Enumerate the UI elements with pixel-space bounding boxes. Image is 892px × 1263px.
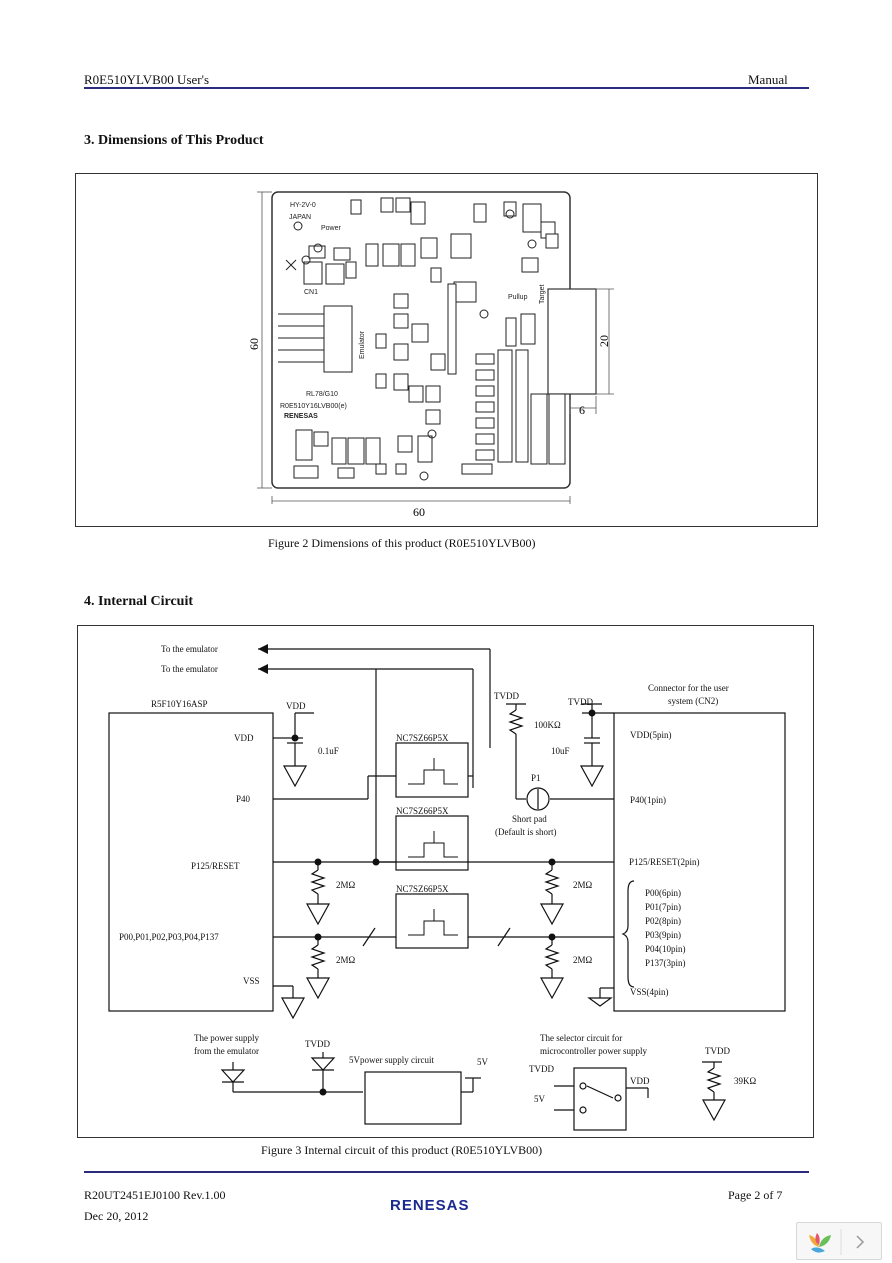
section-4-title: 4. Internal Circuit xyxy=(84,594,194,609)
tvdd-2-label: TVDD xyxy=(568,697,593,707)
mcu-pin-p40: P40 xyxy=(236,794,251,804)
buffer-3-label: NC7SZ66P5X xyxy=(396,884,449,894)
cap-01uf-label: 0.1uF xyxy=(318,746,339,756)
mcu-pin-p125: P125/RESET xyxy=(191,861,240,871)
power-supply-title-1: The power supply xyxy=(194,1033,259,1043)
connector-pin-p125: P125/RESET(2pin) xyxy=(629,857,700,867)
mcu-name: R5F10Y16ASP xyxy=(151,699,208,709)
connector-pin-p01: P01(7pin) xyxy=(645,902,681,912)
res-2m-3-label: 2MΩ xyxy=(573,880,593,890)
p1-label: P1 xyxy=(531,773,541,783)
selector-title-2: microcontroller power supply xyxy=(540,1046,647,1056)
board-label-part: R0E510Y16LVB00(e) xyxy=(280,403,347,410)
connector-pin-p40: P40(1pin) xyxy=(630,795,666,805)
tvdd-3-label: TVDD xyxy=(305,1039,330,1049)
board-label-cn1: CN1 xyxy=(304,289,318,296)
connector-pin-p04: P04(10pin) xyxy=(645,944,686,954)
connector-pin-vss: VSS(4pin) xyxy=(630,987,669,997)
res-2m-4-label: 2MΩ xyxy=(573,955,593,965)
header-rule xyxy=(84,87,809,89)
footer-date: Dec 20, 2012 xyxy=(84,1209,149,1223)
renesas-logo: RENESAS xyxy=(390,1197,470,1214)
figure-3-frame: To the emulator To the emulator R5F10Y16… xyxy=(77,625,814,1138)
circuit-schematic: To the emulator To the emulator R5F10Y16… xyxy=(108,644,786,1131)
5v-out-label: 5V xyxy=(477,1057,489,1067)
viewer-nav[interactable] xyxy=(796,1222,882,1260)
connector-title-1: Connector for the user xyxy=(648,683,729,693)
board-label-japan: JAPAN xyxy=(289,214,311,221)
connector-pin-p03: P03(9pin) xyxy=(645,930,681,940)
board-label-brand: RENESAS xyxy=(284,413,318,420)
connector-pin-p02: P02(8pin) xyxy=(645,916,681,926)
doc-title-left: R0E510YLVB00 User's xyxy=(84,72,210,87)
mcu-pin-vdd: VDD xyxy=(234,733,254,743)
tvdd-1-label: TVDD xyxy=(494,691,519,701)
footer-rule xyxy=(84,1171,809,1173)
to-emulator-label-1: To the emulator xyxy=(161,644,218,654)
tvdd-4-label: TVDD xyxy=(705,1046,730,1056)
figure-3-caption: Figure 3 Internal circuit of this produc… xyxy=(261,1143,543,1157)
board-drawing: 60 60 20 6 HY-2V-0 JAPAN Power Pullup CN… xyxy=(247,191,614,519)
dim-height-label: 60 xyxy=(247,338,261,350)
buffer-2-label: NC7SZ66P5X xyxy=(396,806,449,816)
connector-pin-p00: P00(6pin) xyxy=(645,888,681,898)
figure-2-frame: 60 60 20 6 HY-2V-0 JAPAN Power Pullup CN… xyxy=(75,173,818,527)
res-2m-2-label: 2MΩ xyxy=(336,955,356,965)
res-2m-1-label: 2MΩ xyxy=(336,880,356,890)
dim-width-label: 60 xyxy=(413,505,425,519)
board-label-model: RL78/G10 xyxy=(306,391,338,398)
cap-10uf-label: 10uF xyxy=(551,746,570,756)
mcu-pin-ports: P00,P01,P02,P03,P04,P137 xyxy=(119,932,219,942)
vdd-top-label: VDD xyxy=(286,701,306,711)
board-label-power: Power xyxy=(321,225,342,232)
default-short-label: (Default is short) xyxy=(495,827,556,837)
leaf-logo-icon xyxy=(809,1233,831,1253)
res-39k-label: 39KΩ xyxy=(734,1076,756,1086)
board-label-pullup: Pullup xyxy=(508,294,528,301)
connector-pin-vdd: VDD(5pin) xyxy=(630,730,672,740)
board-label-target: Target xyxy=(539,284,546,304)
mcu-pin-vss: VSS xyxy=(243,976,260,986)
power-circuit-label: 5Vpower supply circuit xyxy=(349,1055,434,1065)
footer-page: Page 2 of 7 xyxy=(728,1188,783,1202)
dim-connector-label: 20 xyxy=(597,335,611,347)
figure-2-caption: Figure 2 Dimensions of this product (R0E… xyxy=(268,536,536,550)
power-supply-title-2: from the emulator xyxy=(194,1046,259,1056)
selector-title-1: The selector circuit for xyxy=(540,1033,622,1043)
selector-tvdd-label: TVDD xyxy=(529,1064,554,1074)
to-emulator-label-2: To the emulator xyxy=(161,664,218,674)
board-label-hy: HY-2V-0 xyxy=(290,202,316,209)
short-pad-label: Short pad xyxy=(512,814,547,824)
connector-pin-p137: P137(3pin) xyxy=(645,958,686,968)
dim-offset-label: 6 xyxy=(579,403,585,417)
buffer-1-label: NC7SZ66P5X xyxy=(396,733,449,743)
selector-5v-label: 5V xyxy=(534,1094,546,1104)
footer-docnum: R20UT2451EJ0100 Rev.1.00 xyxy=(84,1188,226,1202)
selector-vdd-label: VDD xyxy=(630,1076,650,1086)
board-label-emulator: Emulator xyxy=(359,330,366,359)
chevron-right-icon[interactable] xyxy=(856,1235,865,1249)
res-100k-label: 100KΩ xyxy=(534,720,561,730)
connector-title-2: system (CN2) xyxy=(668,696,718,706)
doc-title-right: Manual xyxy=(748,72,788,87)
section-3-title: 3. Dimensions of This Product xyxy=(84,133,264,148)
